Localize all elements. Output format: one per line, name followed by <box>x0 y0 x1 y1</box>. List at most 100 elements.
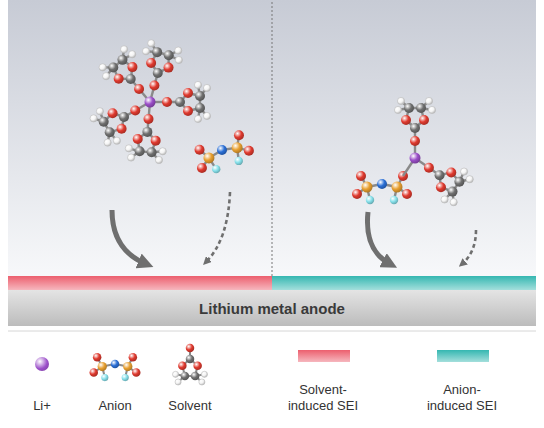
atom <box>435 170 445 180</box>
legend-label: Li+ <box>12 398 72 414</box>
atom <box>410 123 420 133</box>
atom <box>366 196 374 204</box>
atom <box>232 142 243 153</box>
atom <box>108 108 118 118</box>
atom <box>153 68 163 78</box>
atom <box>175 47 182 54</box>
atom <box>397 97 404 104</box>
atom <box>175 379 181 385</box>
atom <box>401 115 411 125</box>
atom <box>201 371 207 377</box>
atom <box>93 353 102 362</box>
atom <box>195 91 205 101</box>
atom <box>129 353 138 362</box>
atom <box>183 88 193 98</box>
atom <box>126 74 136 84</box>
atom <box>127 62 137 72</box>
atom <box>113 137 120 144</box>
lithium-ion <box>145 97 156 108</box>
solvent-molecule <box>162 81 211 122</box>
atom <box>194 81 201 88</box>
atom <box>460 168 467 175</box>
atom <box>217 145 227 155</box>
atom <box>448 187 458 197</box>
atom <box>244 146 254 156</box>
atom <box>410 136 420 146</box>
lithium-ion <box>410 153 421 164</box>
atom <box>164 50 174 60</box>
atom <box>132 368 141 377</box>
atom <box>148 40 155 47</box>
atom <box>181 372 190 381</box>
legend-label: Solvent <box>155 398 225 414</box>
solvent-molecule <box>90 106 140 147</box>
atom <box>129 51 136 58</box>
atom <box>159 148 166 155</box>
atom <box>125 145 132 152</box>
atom <box>146 58 156 68</box>
atom <box>120 46 127 53</box>
atom <box>425 97 432 104</box>
atom <box>178 362 187 371</box>
atom <box>111 360 120 369</box>
atom <box>450 199 457 206</box>
atom <box>362 182 373 193</box>
atom <box>416 103 426 113</box>
atom <box>134 84 144 94</box>
deposition-arrow <box>462 230 476 264</box>
anode-label: Lithium metal anode <box>199 300 345 317</box>
atom <box>147 147 157 157</box>
atom <box>235 157 243 165</box>
atom <box>104 139 111 146</box>
solvent-molecule <box>125 114 166 164</box>
sei-swatch <box>298 350 350 362</box>
legend-label: Anion-induced SEI <box>423 382 501 414</box>
deposition-arrow <box>112 210 146 264</box>
atom <box>164 63 174 73</box>
atom <box>130 106 140 116</box>
atom <box>466 176 473 183</box>
atom <box>356 171 366 181</box>
atom <box>105 127 115 137</box>
atom <box>103 73 110 80</box>
atom <box>212 165 220 173</box>
sei-swatch <box>437 350 489 362</box>
atom <box>199 379 205 385</box>
atom <box>394 106 401 113</box>
atom <box>142 48 149 55</box>
legend-separator <box>8 331 536 332</box>
atom <box>162 97 172 107</box>
atom <box>392 182 403 193</box>
atom <box>441 196 448 203</box>
atom <box>127 154 134 161</box>
atom <box>122 374 129 381</box>
legend-label: Anion <box>80 398 150 414</box>
solvent-molecule <box>394 97 435 146</box>
atom <box>142 127 152 137</box>
atom <box>152 47 162 57</box>
atom <box>419 115 429 125</box>
atom <box>101 374 108 381</box>
atom <box>186 355 195 364</box>
atom <box>424 163 434 173</box>
atom <box>90 368 99 377</box>
atom <box>352 189 362 199</box>
divider-line <box>272 2 273 276</box>
atom <box>96 108 103 115</box>
atom <box>98 362 107 371</box>
anode-band: Lithium metal anode <box>8 290 536 326</box>
legend-label: Solvent-induced SEI <box>284 382 362 414</box>
solvent-sei-layer <box>8 276 272 290</box>
atom <box>172 371 178 377</box>
free-anion <box>195 130 254 173</box>
atom <box>428 106 435 113</box>
atom <box>203 152 214 163</box>
atom <box>114 74 124 84</box>
atom <box>234 130 244 140</box>
atom <box>99 117 109 127</box>
anion-icon <box>90 353 141 381</box>
atom <box>133 134 143 144</box>
atom <box>108 63 118 73</box>
